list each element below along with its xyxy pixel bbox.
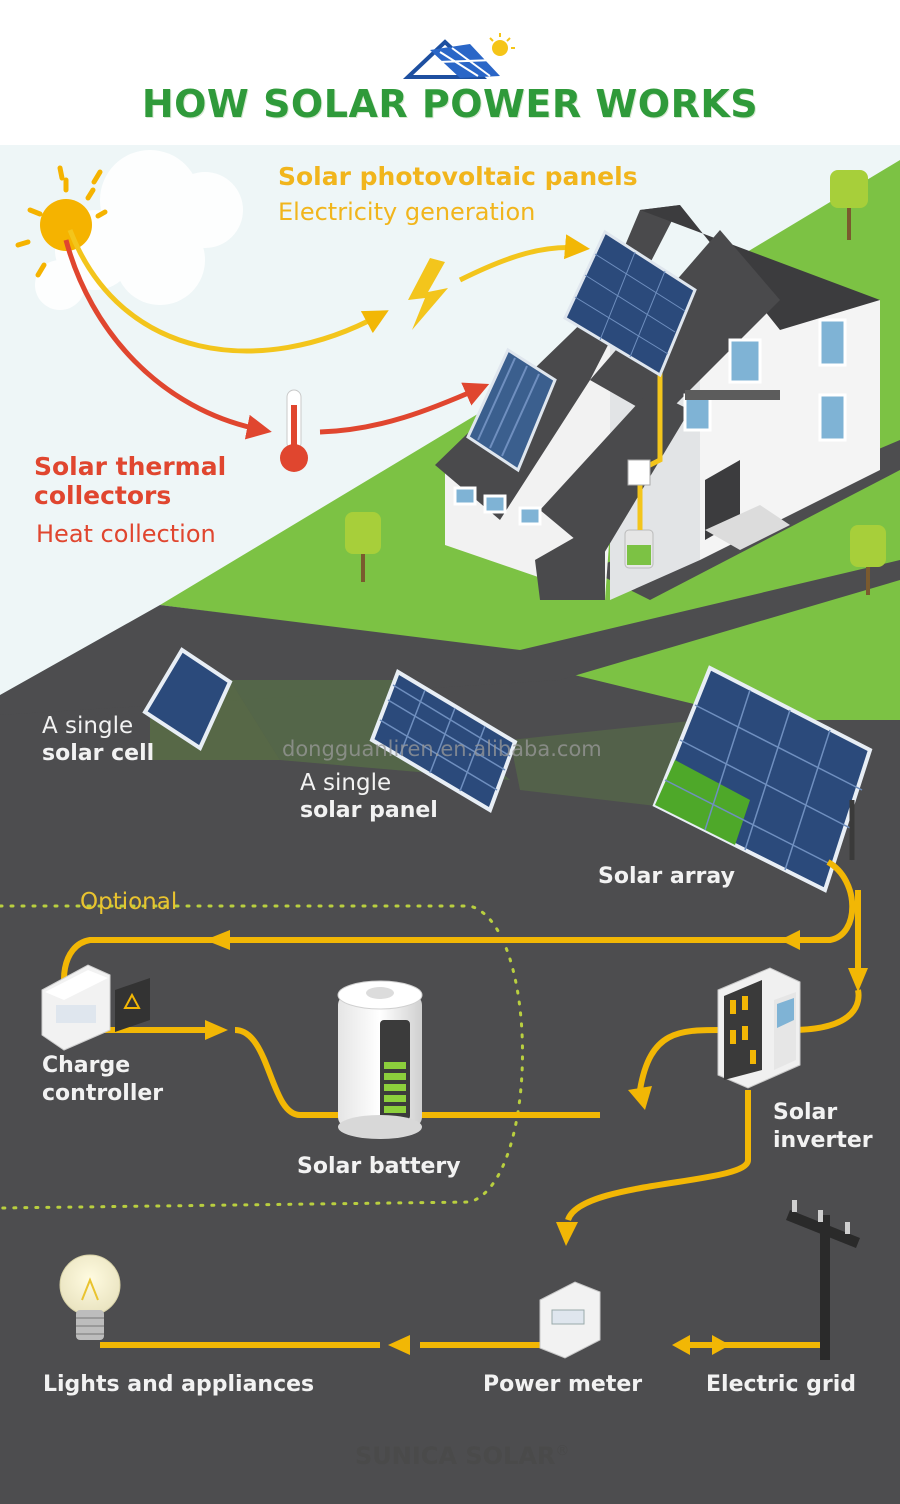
- solar-panel-icon: [369, 669, 518, 813]
- solar-array-label: Solar array: [598, 864, 735, 889]
- thermal-energy-arrow: [63, 239, 272, 440]
- watermark: dongguanliren.en.alibaba.com: [282, 737, 602, 761]
- optional-boundary: [0, 904, 524, 1210]
- thermal-collector-roof: [466, 347, 557, 473]
- inverter-icon: [717, 967, 801, 1089]
- power-meter-label: Power meter: [483, 1372, 643, 1397]
- charge-controller-label-line2: controller: [42, 1081, 164, 1106]
- charge-controller-icon: [41, 964, 150, 1051]
- thermal-title: Solar thermal collectors: [34, 452, 227, 510]
- optional-label: Optional: [80, 889, 178, 915]
- sun-icon: [15, 165, 108, 278]
- electric-grid-label: Electric grid: [706, 1372, 857, 1397]
- page-title: HOW SOLAR POWER WORKS: [141, 82, 759, 126]
- lightning-icon: [408, 258, 448, 330]
- tree-icon: [345, 170, 886, 567]
- lightbulb-icon: [59, 1254, 121, 1340]
- single-panel-label: solar panel: [300, 798, 438, 823]
- power-meter-icon: [539, 1281, 601, 1359]
- pv-energy-arrow: [67, 229, 389, 354]
- solar-array-icon: [652, 665, 873, 893]
- lights-appliances-label: Lights and appliances: [43, 1372, 315, 1397]
- brand-text: SUNICA SOLAR: [355, 1442, 556, 1470]
- single-panel-prefix: A single: [300, 770, 392, 796]
- pv-title: Solar photovoltaic panels: [278, 162, 638, 191]
- thermal-output-arrow: [319, 382, 490, 435]
- thermal-subtitle: Heat collection: [36, 520, 216, 548]
- solar-battery-label: Solar battery: [297, 1154, 461, 1179]
- solar-cell-icon: [142, 647, 233, 751]
- flow-arrowheads: [205, 930, 868, 1355]
- battery-icon: [337, 980, 423, 1139]
- pv-output-arrow: [458, 234, 590, 283]
- single-cell-prefix: A single: [42, 713, 134, 739]
- brand-mark: ®: [555, 1443, 570, 1459]
- pv-panel-roof: [563, 229, 697, 378]
- brand-name: SUNICA SOLAR®: [355, 1442, 569, 1470]
- header-background: [0, 0, 900, 145]
- logo-icon: [402, 33, 515, 79]
- power-pole-icon: [786, 1200, 860, 1360]
- thermometer-icon: [280, 389, 308, 472]
- solar-inverter-label-line2: inverter: [773, 1128, 873, 1153]
- single-cell-label: solar cell: [42, 741, 155, 766]
- solar-inverter-label-line1: Solar: [773, 1100, 838, 1125]
- charge-controller-label-line1: Charge: [42, 1053, 131, 1078]
- pv-subtitle: Electricity generation: [278, 198, 536, 226]
